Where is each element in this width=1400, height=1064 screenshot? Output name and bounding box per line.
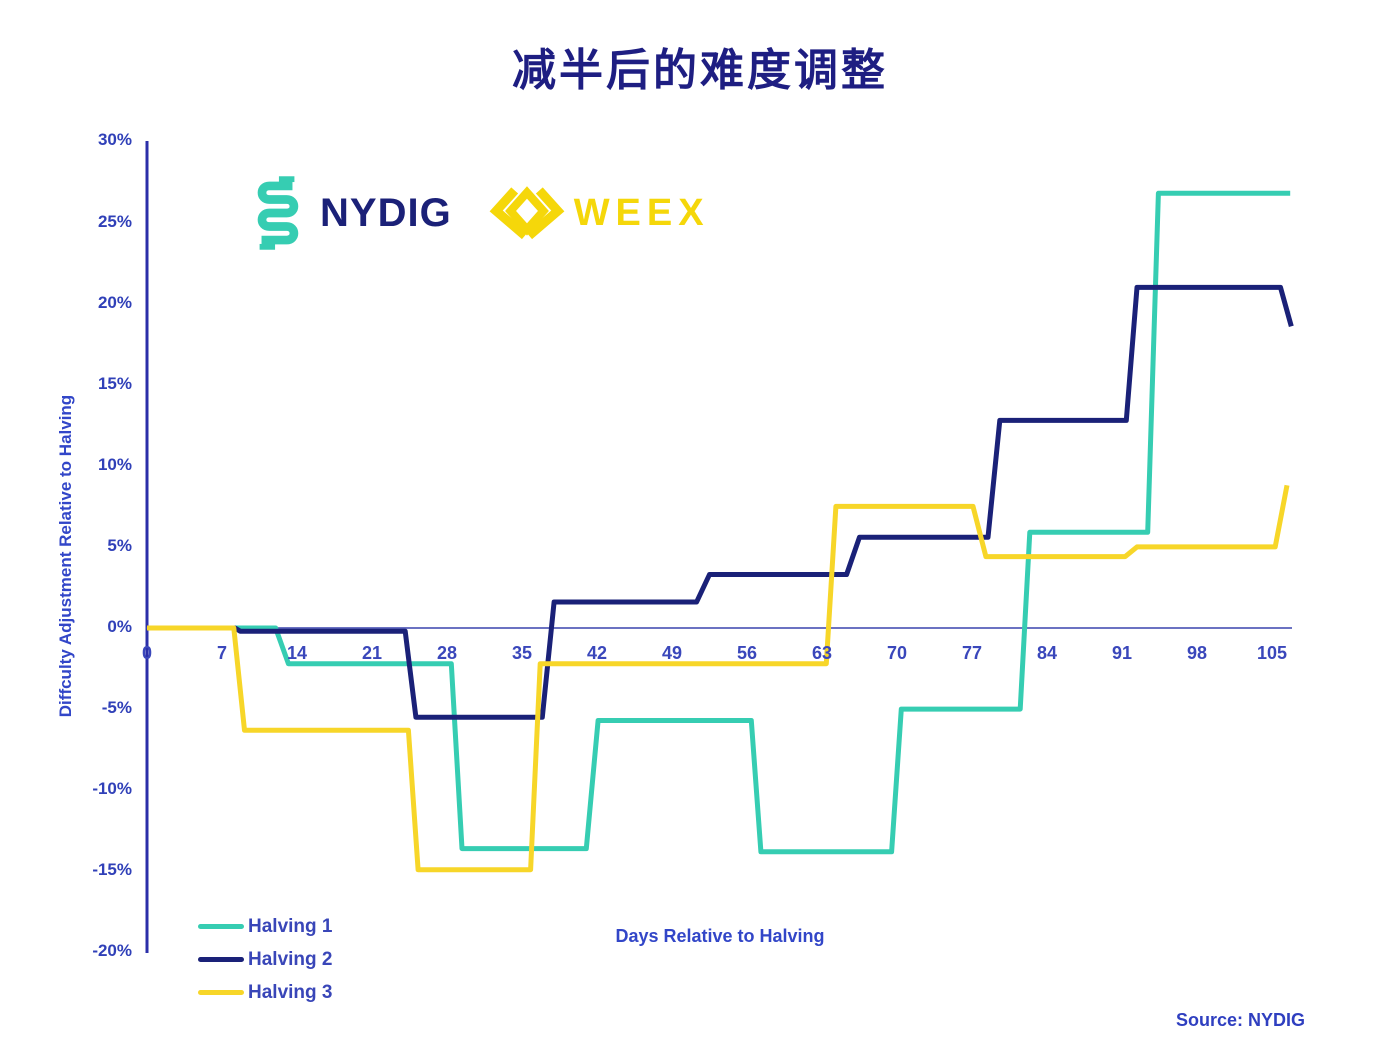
x-tick-label: 14 (286, 643, 307, 663)
y-tick-label: -10% (92, 779, 132, 799)
y-tick-label: 30% (97, 130, 132, 150)
series-lines (147, 190, 1294, 873)
source-credit: Source: NYDIG (1175, 1010, 1305, 1030)
y-tick-label: 5% (107, 535, 132, 555)
page-title: 减半后的难度调整 (512, 46, 888, 95)
x-tick-label: 77 (961, 643, 982, 663)
x-tick-label: 91 (1111, 643, 1132, 663)
weex-logo: WEEX (488, 184, 710, 242)
x-tick-label: 35 (511, 643, 532, 663)
legend-label: Halving 3 (248, 981, 333, 1003)
halving-1-line (147, 190, 1291, 855)
legend-label: Halving 1 (248, 915, 333, 937)
legend-item-halving-2: Halving 2 (198, 943, 332, 976)
legend-label: Halving 2 (248, 948, 333, 970)
y-tick-label: -20% (92, 941, 132, 961)
x-tick-label: 105 (1256, 643, 1287, 663)
y-tick-label: 25% (97, 211, 132, 231)
y-tick-label: -15% (92, 860, 132, 880)
y-tick-label: 0% (107, 617, 132, 636)
x-tick-label: 49 (661, 643, 682, 663)
nydig-logo-text: NYDIG (320, 190, 452, 235)
x-tick-label: 56 (736, 643, 757, 663)
weex-logo-icon (489, 186, 565, 240)
x-tick-label: 84 (1036, 643, 1057, 663)
weex-logo-text: WEEX (573, 191, 710, 234)
legend-item-halving-3: Halving 3 (198, 976, 332, 1009)
halving-3-line (147, 484, 1290, 873)
y-tick-label: 20% (97, 292, 132, 312)
legend-item-halving-1: Halving 1 (198, 910, 332, 943)
x-tick-label: 28 (436, 643, 457, 663)
x-tick-label: 63 (811, 643, 832, 663)
nydig-logo-icon (257, 176, 299, 250)
x-axis-title: Days Relative to Halving (615, 926, 825, 946)
y-axis-title: Diffculty Adjustment Relative to Halving (56, 394, 75, 718)
logo-row: NYDIG WEEX (248, 176, 710, 250)
halving-2-swatch (198, 957, 244, 962)
x-tick-label: 7 (216, 643, 227, 663)
x-tick-label: 0 (141, 643, 152, 663)
chart-legend: Halving 1 Halving 2 Halving 3 (198, 910, 332, 1009)
halving-1-swatch (198, 924, 244, 929)
y-tick-label: 15% (97, 373, 132, 393)
halving-2-line (147, 284, 1294, 720)
x-tick-label: 98 (1186, 643, 1207, 663)
x-tick-label: 21 (361, 643, 382, 663)
halving-3-swatch (198, 990, 244, 995)
x-tick-label: 42 (586, 643, 607, 663)
y-tick-label: 10% (97, 454, 132, 474)
x-tick-label: 70 (886, 643, 907, 663)
y-tick-label: -5% (101, 698, 132, 718)
